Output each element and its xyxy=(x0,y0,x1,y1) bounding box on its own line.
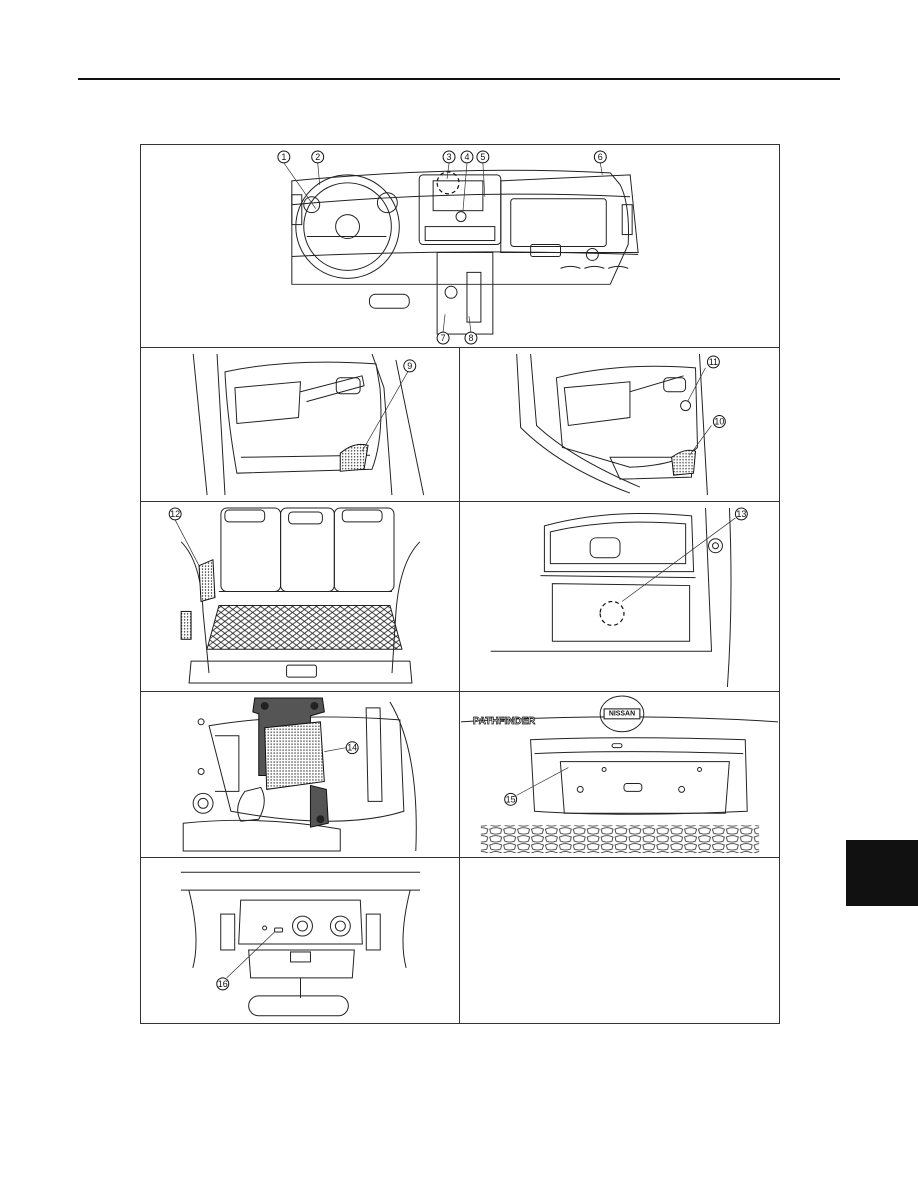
svg-text:2: 2 xyxy=(315,152,320,162)
svg-text:5: 5 xyxy=(480,152,485,162)
callout-12: 12 xyxy=(168,507,182,521)
callout-11: 11 xyxy=(706,355,720,369)
svg-text:12: 12 xyxy=(170,509,180,519)
callout-16: 16 xyxy=(216,977,230,991)
svg-text:7: 7 xyxy=(441,333,446,343)
pathfinder-badge-text: PATHFINDER xyxy=(473,716,535,727)
section-tab xyxy=(846,840,918,906)
callout-13: 13 xyxy=(734,507,748,521)
svg-text:11: 11 xyxy=(709,357,718,367)
svg-text:3: 3 xyxy=(447,152,452,162)
svg-text:6: 6 xyxy=(598,152,603,162)
svg-text:8: 8 xyxy=(468,333,473,343)
panel-empty xyxy=(460,858,779,1023)
svg-text:14: 14 xyxy=(347,743,357,753)
panel-cargo-area: 12 xyxy=(141,502,460,692)
callout-3: 3 xyxy=(442,150,456,164)
component-location-figure: 1 2 3 4 5 6 7 8 9 xyxy=(140,144,780,1024)
svg-text:4: 4 xyxy=(464,152,469,162)
panel-front-door: 9 xyxy=(141,348,460,502)
callout-6: 6 xyxy=(593,150,607,164)
panel-instrument-panel: 1 2 3 4 5 6 7 8 xyxy=(141,145,779,348)
panel-overhead-console: 16 xyxy=(141,858,460,1023)
svg-text:1: 1 xyxy=(281,152,286,162)
callout-14: 14 xyxy=(345,741,359,755)
callout-10: 10 xyxy=(712,415,726,428)
callout-7: 7 xyxy=(436,331,450,345)
callout-9: 9 xyxy=(403,359,417,373)
panel-rear-door: 11 10 xyxy=(460,348,779,502)
panel-module-bracket: 14 xyxy=(141,692,460,858)
svg-text:13: 13 xyxy=(736,509,746,519)
nissan-emblem-text: NISSAN xyxy=(609,710,635,717)
panel-seat-side: 13 xyxy=(460,502,779,692)
svg-text:10: 10 xyxy=(714,417,724,427)
callout-4: 4 xyxy=(460,150,474,164)
svg-text:15: 15 xyxy=(506,794,516,804)
callout-8: 8 xyxy=(464,331,478,345)
panel-back-door-finisher: NISSAN PATHFINDER 15 xyxy=(460,692,779,858)
callout-15: 15 xyxy=(504,792,518,806)
header-rule xyxy=(78,78,840,80)
callout-1: 1 xyxy=(277,150,291,164)
svg-text:16: 16 xyxy=(218,979,228,989)
callout-2: 2 xyxy=(311,150,325,164)
dashboard-drawing xyxy=(291,169,639,335)
svg-text:9: 9 xyxy=(407,361,412,371)
callout-5: 5 xyxy=(476,150,490,164)
